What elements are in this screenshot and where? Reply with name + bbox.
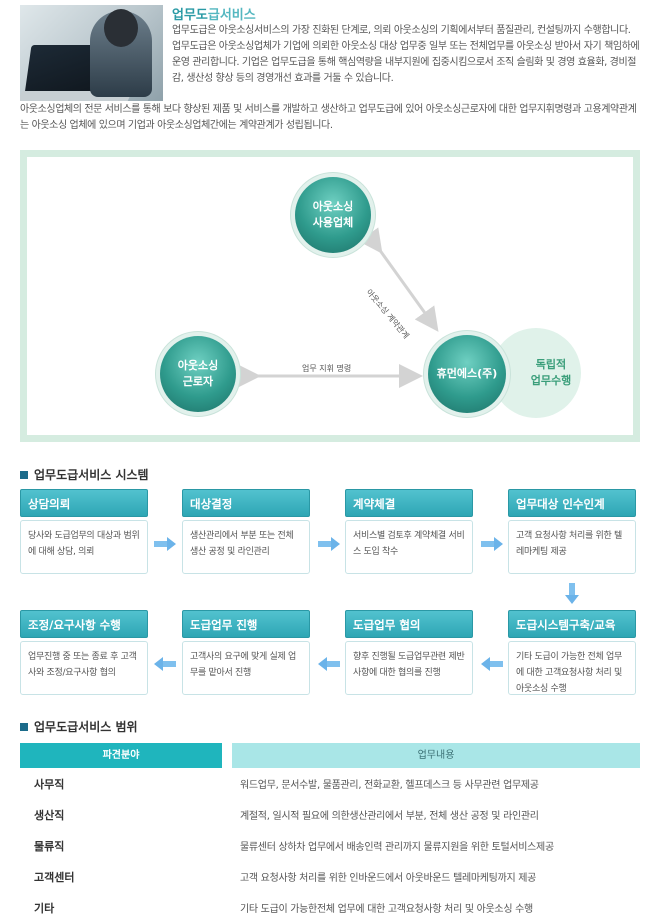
row-content: 물류센터 상하차 업무에서 배송인력 관리까지 물류지원을 위한 토털서비스제공 (240, 842, 554, 853)
step-title: 상담의뢰 (20, 489, 148, 517)
intro-paragraph-2: 아웃소싱업체의 전문 서비스를 통해 보다 향상된 제품 및 서비스를 개발하고… (20, 104, 637, 131)
step-description: 고객 요청사항 처리를 위한 텔레마케팅 제공 (508, 520, 636, 574)
step-description: 업무진행 중 또는 종료 후 고객사와 조정/요구사항 협의 (20, 641, 148, 695)
arrow-down-icon (565, 583, 579, 605)
step-negotiation: 도급업무 협의 향후 진행될 도급업무관련 제반 사항에 대한 협의를 진행 (345, 610, 473, 695)
scope-table: 파견분야 업무내용 사무직 워드업무, 문서수발, 물품관리, 전화교환, 헬프… (20, 743, 640, 920)
person-head-graphic (104, 9, 138, 47)
arrow-right-icon (154, 537, 176, 551)
row-field: 생산직 (34, 808, 65, 822)
step-handover: 업무대상 인수인계 고객 요청사항 처리를 위한 텔레마케팅 제공 (508, 489, 636, 574)
system-section-heading: 업무도급서비스 시스템 (20, 466, 149, 483)
worker-line2: 근로자 (182, 375, 214, 388)
step-system-setup: 도급시스템구축/교육 기타 도급이 가능한 전체 업무에 대한 고객요청사항 처… (508, 610, 636, 695)
user-company-line1: 아웃소싱 (312, 200, 354, 213)
independent-line2: 업무수행 (530, 374, 572, 387)
step-description: 향후 진행될 도급업무관련 제반 사항에 대한 협의를 진행 (345, 641, 473, 695)
page-title-part2: 급서비스 (207, 8, 256, 23)
step-description: 서비스별 검토후 계약체결 서비스 도입 착수 (345, 520, 473, 574)
contract-arrow (358, 227, 439, 332)
step-title: 도급업무 진행 (182, 610, 310, 638)
step-description: 기타 도급이 가능한 전체 업무에 대한 고객요청사항 처리 및 아웃소싱 수행 (508, 641, 636, 695)
step-title: 계약체결 (345, 489, 473, 517)
table-row: 기타 기타 도급이 가능한전체 업무에 대한 고객요청사항 처리 및 아웃소싱 … (20, 892, 640, 920)
row-content: 고객 요청사항 처리를 위한 인바운드에서 아웃바운드 텔레마케팅까지 제공 (240, 873, 537, 884)
table-row: 물류직 물류센터 상하차 업무에서 배송인력 관리까지 물류지원을 위한 토털서… (20, 830, 640, 861)
table-row: 사무직 워드업무, 문서수발, 물품관리, 전화교환, 헬프데스크 등 사무관련… (20, 768, 640, 799)
scope-section-heading: 업무도급서비스 범위 (20, 718, 138, 735)
intro-photo (20, 5, 163, 101)
provider-name: 휴먼에스(주) (436, 367, 498, 380)
row-content: 기타 도급이 가능한전체 업무에 대한 고객요청사항 처리 및 아웃소싱 수행 (240, 904, 533, 915)
step-title: 대상결정 (182, 489, 310, 517)
table-header: 파견분야 업무내용 (20, 743, 640, 768)
step-description: 당사와 도급업무의 대상과 범위에 대해 상담, 의뢰 (20, 520, 148, 574)
step-consultation: 상담의뢰 당사와 도급업무의 대상과 범위에 대해 상담, 의뢰 (20, 489, 148, 574)
step-adjustment: 조정/요구사항 수행 업무진행 중 또는 종료 후 고객사와 조정/요구사항 협… (20, 610, 148, 695)
diagram-arrows (237, 227, 439, 388)
provider-company-node: 휴먼에스(주) (428, 335, 506, 413)
column-header-content: 업무내용 (232, 743, 640, 768)
step-target-decision: 대상결정 생산관리에서 부분 또는 전체 생산 공정 및 라인관리 (182, 489, 310, 574)
step-title: 도급시스템구축/교육 (508, 610, 636, 638)
step-description: 생산관리에서 부분 또는 전체 생산 공정 및 라인관리 (182, 520, 310, 574)
page-title: 업무도급서비스 (172, 4, 256, 23)
step-description: 고객사의 요구에 맞게 실제 업무를 맡아서 진행 (182, 641, 310, 695)
work-instruction-label: 업무 지휘 명령 (302, 364, 352, 373)
arrow-right-icon (318, 537, 340, 551)
arrow-left-icon (154, 657, 176, 671)
section-bullet-icon (20, 722, 28, 731)
row-content: 워드업무, 문서수발, 물품관리, 전화교환, 헬프데스크 등 사무관련 업무제… (240, 780, 539, 791)
row-field: 기타 (34, 901, 55, 915)
intro-paragraph: 업무도급은 아웃소싱서비스의 가장 진화된 단계로, 의뢰 아웃소싱의 기획에서… (172, 25, 640, 84)
row-field: 물류직 (34, 839, 65, 853)
step-contract: 계약체결 서비스별 검토후 계약체결 서비스 도입 착수 (345, 489, 473, 574)
system-heading-text: 업무도급서비스 시스템 (34, 468, 149, 482)
arrow-left-icon (481, 657, 503, 671)
step-title: 조정/요구사항 수행 (20, 610, 148, 638)
page-title-part1: 업무도 (172, 8, 208, 23)
scope-heading-text: 업무도급서비스 범위 (34, 720, 138, 734)
step-title: 업무대상 인수인계 (508, 489, 636, 517)
worker-line1: 아웃소싱 (177, 359, 219, 372)
column-header-field: 파견분야 (20, 743, 222, 768)
arrow-left-icon (318, 657, 340, 671)
arrow-right-icon (481, 537, 503, 551)
section-bullet-icon (20, 470, 28, 479)
user-company-line2: 사용업체 (312, 216, 354, 229)
table-row: 생산직 계절적, 일시적 필요에 의한생산관리에서 부분, 전체 생산 공정 및… (20, 799, 640, 830)
row-field: 고객센터 (34, 870, 75, 884)
independent-line1: 독립적 (535, 358, 567, 371)
step-title: 도급업무 협의 (345, 610, 473, 638)
table-row: 고객센터 고객 요청사항 처리를 위한 인바운드에서 아웃바운드 텔레마케팅까지… (20, 861, 640, 892)
row-content: 계절적, 일시적 필요에 의한생산관리에서 부분, 전체 생산 공정 및 라인관… (240, 811, 539, 822)
step-progress: 도급업무 진행 고객사의 요구에 맞게 실제 업무를 맡아서 진행 (182, 610, 310, 695)
row-field: 사무직 (34, 777, 65, 791)
